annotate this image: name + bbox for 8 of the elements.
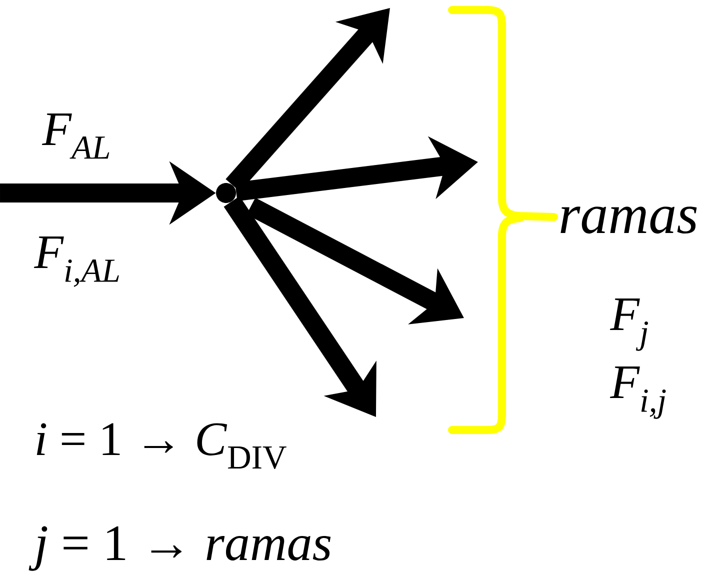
variable-label: F$_{i,AL}$ bbox=[34, 236, 119, 287]
index-note: i = 1 → C$_{DIV}$ bbox=[36, 423, 286, 469]
variable-label: F$_{i,j}$ bbox=[610, 366, 666, 419]
index-note: j = 1 → ramas bbox=[28, 526, 331, 571]
brace-label: ramas bbox=[560, 206, 697, 234]
variable-label: F$_{j}$ bbox=[610, 298, 648, 351]
junction-dot bbox=[216, 183, 236, 203]
variable-label: F$_{AL}$ bbox=[42, 114, 110, 159]
